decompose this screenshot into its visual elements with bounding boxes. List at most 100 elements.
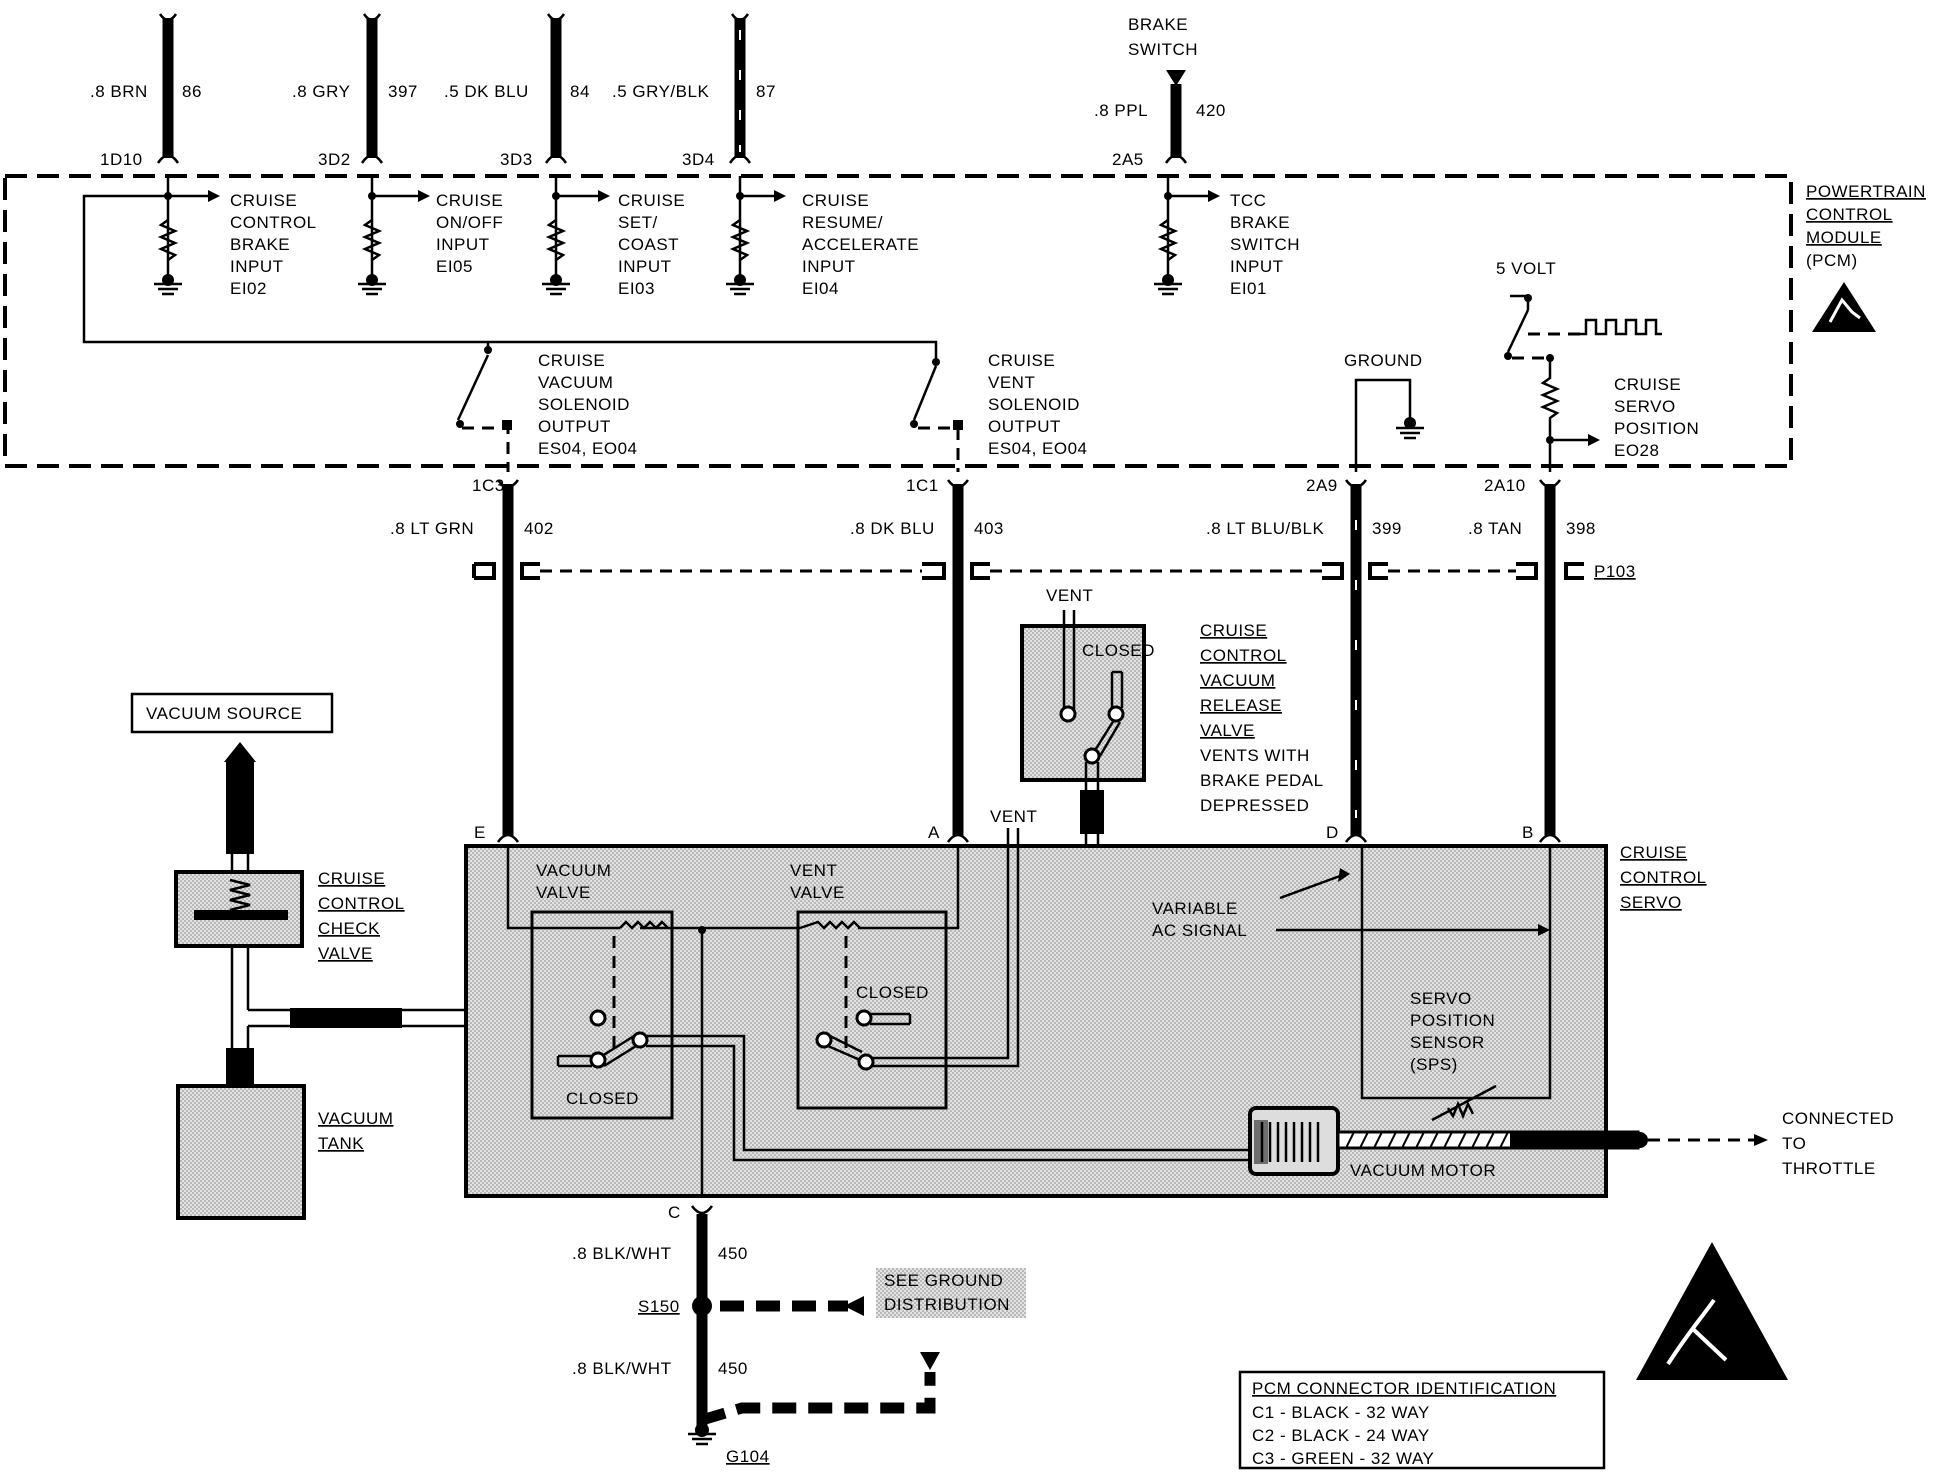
connector-id-title: PCM CONNECTOR IDENTIFICATION (1252, 1379, 1556, 1398)
lower-wire-b: 2A10 .8 TAN 398 B (1468, 476, 1595, 843)
pcm-module-box (3, 174, 1793, 468)
release-valve-note: BRAKE PEDAL (1200, 771, 1324, 790)
ground-point-label: G104 (726, 1447, 770, 1466)
vent-label: VENT (990, 807, 1037, 826)
input-label: BRAKE (230, 235, 290, 254)
circuit-number: 87 (756, 82, 776, 101)
release-valve-note: VENTS WITH (1200, 746, 1310, 765)
pin-label: 1C3 (472, 476, 505, 495)
vacuum-tank: VACUUM TANK (176, 1084, 393, 1220)
solenoid-label: SOLENOID (538, 395, 630, 414)
pcm-label-line: MODULE (1806, 228, 1882, 247)
sps-label: SENSOR (1410, 1033, 1485, 1052)
wire-size-color: .8 BRN (90, 82, 148, 101)
release-valve-label: VALVE (1200, 721, 1255, 740)
pcm-input-circuit: CRUISE CONTROL BRAKE INPUT EI02 (154, 176, 317, 298)
wire-size-color: .5 GRY/BLK (612, 82, 709, 101)
sps-label: POSITION (1410, 1011, 1495, 1030)
esd-warning-icon (1636, 1242, 1788, 1380)
pin-label: 1D10 (100, 150, 143, 169)
vacuum-tank-label: VACUUM (318, 1109, 393, 1128)
vacuum-source: VACUUM SOURCE (130, 692, 334, 872)
lower-wire-a: 1C1 .8 DK BLU 403 A (850, 476, 1004, 843)
solenoid-label: ES04, EO04 (538, 439, 638, 458)
release-valve-label: VACUUM (1200, 671, 1275, 690)
input-label: EI01 (1230, 279, 1267, 298)
wire-size-color: .8 GRY (292, 82, 350, 101)
cruise-control-check-valve: CRUISE CONTROL CHECK VALVE (174, 869, 405, 1078)
vacuum-solenoid-switch: CRUISE VACUUM SOLENOID OUTPUT ES04, EO04 (456, 346, 638, 472)
servo-pin-label: D (1326, 823, 1339, 842)
vacuum-release-valve: VENT CLOSED CRUISE CONTROL VACUUM RELEAS… (1020, 586, 1324, 1138)
pcm-input-circuit: CRUISE RESUME/ ACCELERATE INPUT EI04 (726, 176, 919, 298)
closed-label: CLOSED (856, 983, 929, 1002)
wire-size-color: .8 TAN (1468, 519, 1522, 538)
top-wire-2: .8 GRY 397 3D2 (292, 13, 417, 169)
release-valve-label: CONTROL (1200, 646, 1287, 665)
servo-position-label: POSITION (1614, 419, 1699, 438)
input-label: CRUISE (618, 191, 685, 210)
wire-size-color: .8 BLK/WHT (572, 1359, 671, 1378)
wire-size-color: .8 BLK/WHT (572, 1244, 671, 1263)
variable-ac-label: AC SIGNAL (1152, 921, 1247, 940)
pin-label: 2A10 (1484, 476, 1526, 495)
wire-size-color: .8 LT GRN (390, 519, 474, 538)
vent-label: VENT (1046, 586, 1093, 605)
top-wire-3: .5 DK BLU 84 3D3 (444, 13, 590, 169)
brake-switch-arrow-icon (1166, 70, 1186, 86)
pcm-input-circuit: CRUISE SET/ COAST INPUT EI03 (542, 176, 685, 298)
release-valve-label: RELEASE (1200, 696, 1282, 715)
servo-label: SERVO (1620, 893, 1682, 912)
pcm-input-circuit: TCC BRAKE SWITCH INPUT EI01 (1154, 176, 1300, 298)
input-label: TCC (1230, 191, 1266, 210)
circuit-number: 403 (974, 519, 1004, 538)
servo-label: CRUISE (1620, 843, 1687, 862)
throttle-label: CONNECTED (1782, 1109, 1894, 1128)
input-label: EI04 (802, 279, 839, 298)
input-label: ACCELERATE (802, 235, 919, 254)
vent-solenoid-switch: CRUISE VENT SOLENOID OUTPUT ES04, EO04 (910, 351, 1087, 472)
input-label: CRUISE (436, 191, 503, 210)
esd-warning-icon (1812, 282, 1876, 332)
connector-id-row: C3 - GREEN - 32 WAY (1252, 1449, 1434, 1468)
wire-size-color: .5 DK BLU (444, 82, 529, 101)
input-label: CONTROL (230, 213, 317, 232)
check-valve-label: CONTROL (318, 894, 405, 913)
vacuum-valve-label: VALVE (536, 883, 591, 902)
vent-valve-label: VENT (790, 861, 837, 880)
closed-label: CLOSED (566, 1089, 639, 1108)
circuit-number: 86 (182, 82, 202, 101)
input-label: BRAKE (1230, 213, 1290, 232)
servo-position-circuit: 5 VOLT CRUISE SERVO POSITION EO28 (1496, 259, 1699, 472)
brake-switch-label: BRAKE (1128, 15, 1188, 34)
input-label: EI05 (436, 257, 473, 276)
circuit-number: 420 (1196, 101, 1226, 120)
pin-label: 3D4 (682, 150, 715, 169)
brake-switch-label: SWITCH (1128, 40, 1198, 59)
input-label: EI02 (230, 279, 267, 298)
input-label: RESUME/ (802, 213, 883, 232)
pin-label: 1C1 (906, 476, 939, 495)
input-label: INPUT (1230, 257, 1284, 276)
see-ground-label: SEE GROUND (884, 1271, 1003, 1290)
servo-pin-label: A (928, 823, 940, 842)
pin-label: 2A5 (1112, 150, 1144, 169)
release-valve-note: DEPRESSED (1200, 796, 1309, 815)
variable-ac-label: VARIABLE (1152, 899, 1238, 918)
circuit-number: 84 (570, 82, 590, 101)
solenoid-label: OUTPUT (538, 417, 611, 436)
servo-position-label: EO28 (1614, 441, 1659, 460)
vacuum-valve-label: VACUUM (536, 861, 611, 880)
top-wire-1: .8 BRN 86 1D10 (90, 13, 202, 169)
servo-pin-label: E (474, 823, 486, 842)
input-label: COAST (618, 235, 679, 254)
servo-position-label: CRUISE (1614, 375, 1681, 394)
wire-size-color: .8 DK BLU (850, 519, 935, 538)
cruise-control-servo: CRUISE CONTROL SERVO VACUUM VALVE CLOSED… (464, 807, 1707, 1198)
pin-label: 3D2 (318, 150, 351, 169)
splice-s150 (692, 1296, 712, 1316)
servo-label: CONTROL (1620, 868, 1707, 887)
p103-label: P103 (1594, 562, 1636, 581)
pin-label: 3D3 (500, 150, 533, 169)
